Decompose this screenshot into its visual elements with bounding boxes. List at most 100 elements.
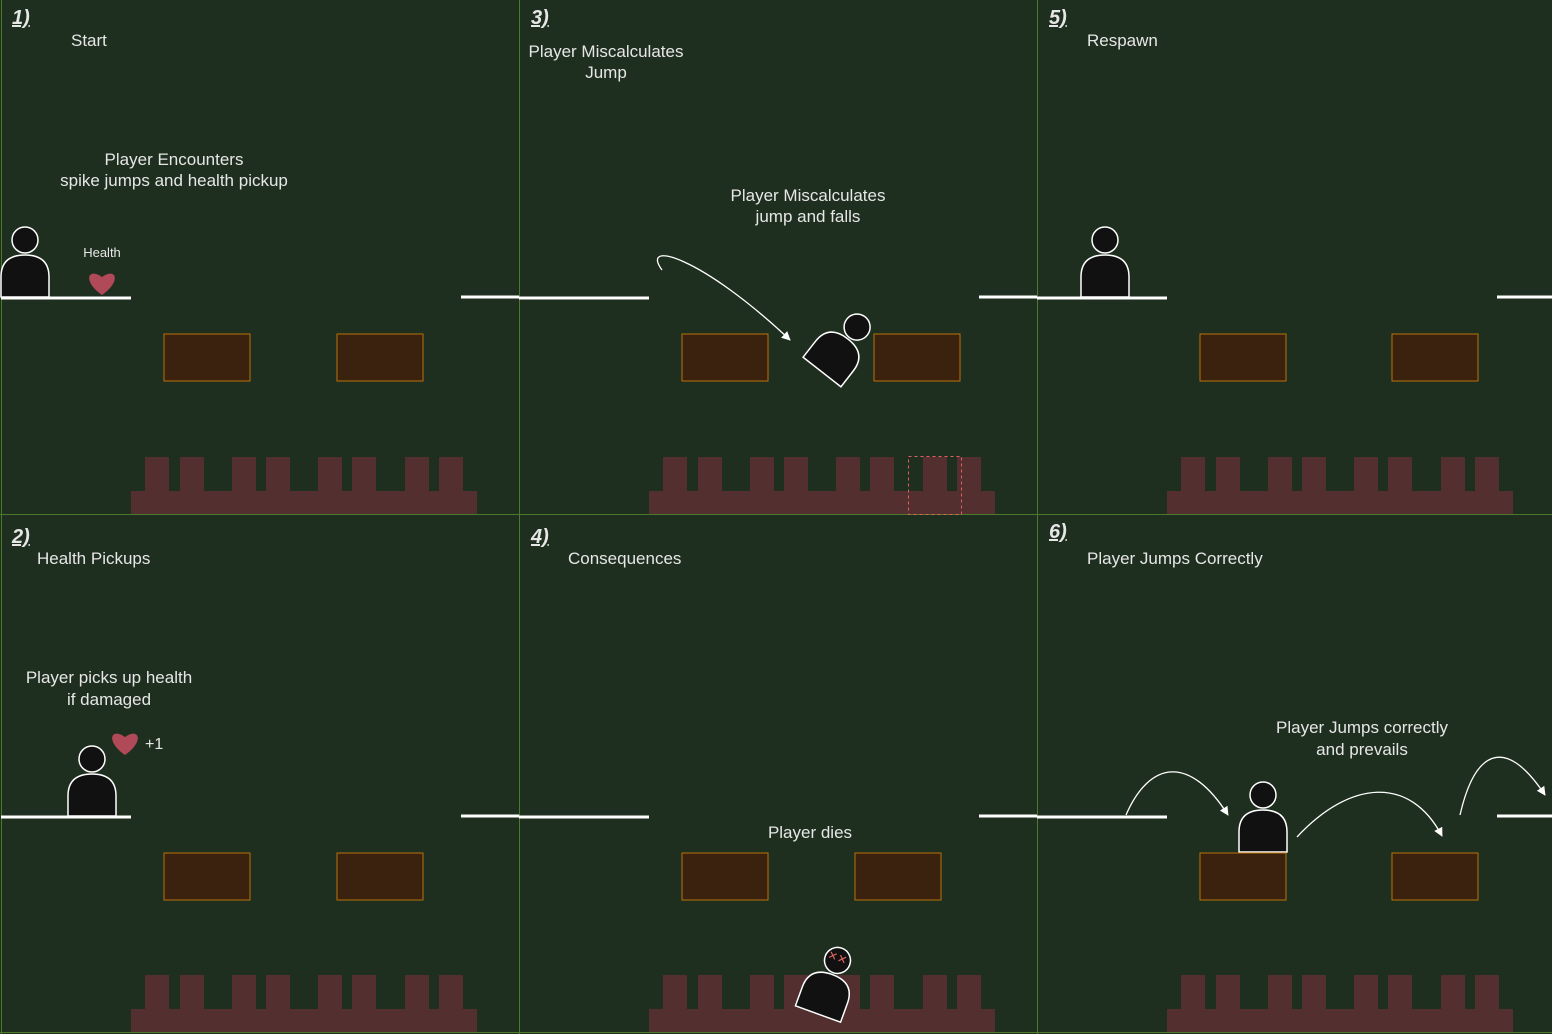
spike [1388, 457, 1412, 493]
panel-title: Player Jumps Correctly [1087, 549, 1263, 568]
panel-number: 6) [1049, 521, 1067, 543]
panel-title: Respawn [1087, 31, 1158, 50]
spike [1388, 975, 1412, 1011]
spike [1441, 457, 1465, 493]
spike [870, 457, 894, 493]
spike [439, 457, 463, 493]
panel-note: Player dies [768, 823, 852, 842]
jump-arrow [656, 255, 791, 341]
spike [1216, 457, 1240, 493]
spike [232, 457, 256, 493]
panel-number: 4) [530, 526, 549, 548]
spike [1268, 975, 1292, 1011]
spike [352, 457, 376, 493]
spike-pit [131, 975, 477, 1032]
spike [1441, 975, 1465, 1011]
spike [145, 457, 169, 493]
spike [1181, 975, 1205, 1011]
spike [698, 975, 722, 1011]
crate [854, 852, 942, 901]
spike [698, 457, 722, 493]
spike [232, 975, 256, 1011]
spike [1475, 457, 1499, 493]
player-icon [67, 745, 117, 817]
panel-title: Start [71, 31, 107, 50]
spike [318, 975, 342, 1011]
spike [1302, 975, 1326, 1011]
spike [663, 457, 687, 493]
player-icon [1238, 781, 1288, 853]
crate [336, 852, 424, 901]
spike [266, 975, 290, 1011]
crate [873, 333, 961, 382]
spike [145, 975, 169, 1011]
spike [923, 975, 947, 1011]
spike [663, 975, 687, 1011]
player-icon [794, 946, 852, 1024]
crate [1199, 852, 1287, 901]
spike [439, 975, 463, 1011]
spike [870, 975, 894, 1011]
heart-icon [89, 273, 115, 295]
spike [1354, 457, 1378, 493]
heart-label: Health [83, 245, 121, 260]
spike-pit [649, 975, 995, 1032]
crate [163, 852, 251, 901]
spike [266, 457, 290, 493]
spike [957, 457, 981, 493]
dead-eyes-icon [828, 951, 847, 964]
player-icon [802, 313, 871, 388]
panel-5: 5) Respawn [1037, 7, 1552, 514]
crate [1391, 852, 1479, 901]
spike [750, 975, 774, 1011]
panel-number: 3) [531, 7, 549, 29]
spike [405, 975, 429, 1011]
spike-pit [1167, 457, 1513, 514]
spike-pit [1167, 975, 1513, 1032]
spike [1302, 457, 1326, 493]
crate [1391, 333, 1479, 382]
panel-title: Health Pickups [37, 549, 150, 568]
spike [1354, 975, 1378, 1011]
spike [318, 457, 342, 493]
spike [1216, 975, 1240, 1011]
panel-title: Consequences [568, 549, 681, 568]
spike-pit [131, 457, 477, 514]
jump-arrow [1459, 756, 1546, 816]
panel-number: 1) [12, 7, 30, 29]
spike [750, 457, 774, 493]
danger-zone [908, 456, 962, 515]
player-icon [1080, 226, 1130, 298]
spike [1475, 975, 1499, 1011]
spike [352, 975, 376, 1011]
spike [1181, 457, 1205, 493]
spike [784, 457, 808, 493]
spike [923, 457, 947, 493]
spike [405, 457, 429, 493]
panel-number: 2) [11, 526, 30, 548]
jump-arrow [1296, 791, 1443, 838]
spike [180, 457, 204, 493]
spike [957, 975, 981, 1011]
jump-arrow [1125, 771, 1229, 816]
heart-icon [112, 733, 138, 755]
panel-number: 5) [1049, 7, 1067, 29]
spike [180, 975, 204, 1011]
heart-label: +1 [145, 736, 163, 753]
crate [1199, 333, 1287, 382]
spike [1268, 457, 1292, 493]
crate [681, 333, 769, 382]
player-icon [0, 226, 50, 298]
crate [681, 852, 769, 901]
